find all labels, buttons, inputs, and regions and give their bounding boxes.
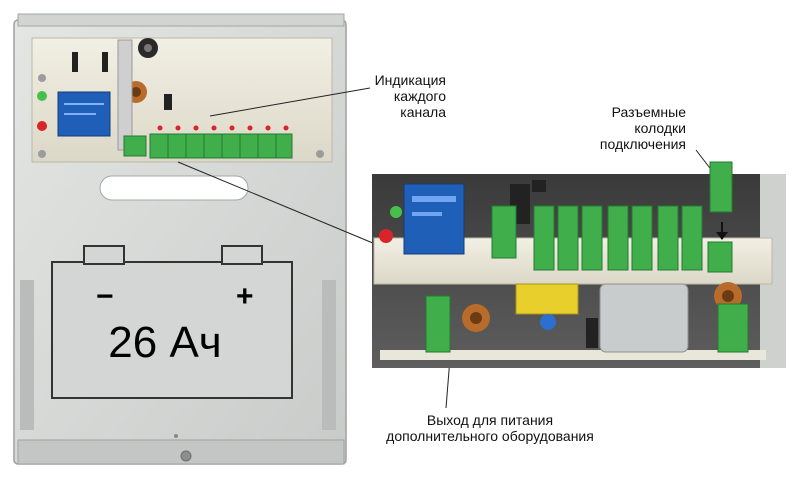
coil-icon [462, 304, 490, 332]
screw-icon [180, 450, 192, 462]
relay-icon [403, 183, 465, 255]
callout-connectors: Разъемные колодки подключения [560, 104, 686, 152]
callout-line: колодки [634, 120, 686, 136]
leader-lines [177, 87, 717, 409]
battery-minus-sign: − [96, 280, 114, 313]
terminal-block-icon [709, 161, 733, 213]
callout-line: Разъемные [611, 104, 686, 120]
led-icon [379, 229, 393, 243]
relay-icon [57, 91, 111, 137]
terminal-block-icon [491, 205, 733, 273]
arrow-down-icon [716, 222, 728, 240]
callout-line: Индикация [374, 72, 446, 88]
callout-line: подключения [599, 136, 686, 152]
callout-line: канала [400, 104, 446, 120]
callout-channel-indication: Индикация каждого канала [300, 72, 446, 120]
callout-line: Выход для питания [426, 412, 554, 428]
led-icon [390, 206, 402, 218]
battery-outline [51, 245, 293, 399]
capacitor-icon [138, 38, 158, 58]
terminal-block-icon [123, 133, 293, 159]
battery-plus-sign: + [236, 280, 254, 313]
callout-line: дополнительного оборудования [386, 428, 594, 444]
battery-capacity-label: 26 Ач [108, 318, 222, 367]
left-pcb [31, 37, 333, 201]
coil-icon [714, 282, 742, 310]
callout-line: каждого [393, 88, 446, 104]
board-photo [372, 161, 786, 368]
led-icon [37, 91, 47, 101]
led-icon [37, 121, 47, 131]
callout-aux-output: Выход для питания дополнительного оборуд… [360, 412, 620, 444]
terminal-block-icon [425, 295, 749, 353]
